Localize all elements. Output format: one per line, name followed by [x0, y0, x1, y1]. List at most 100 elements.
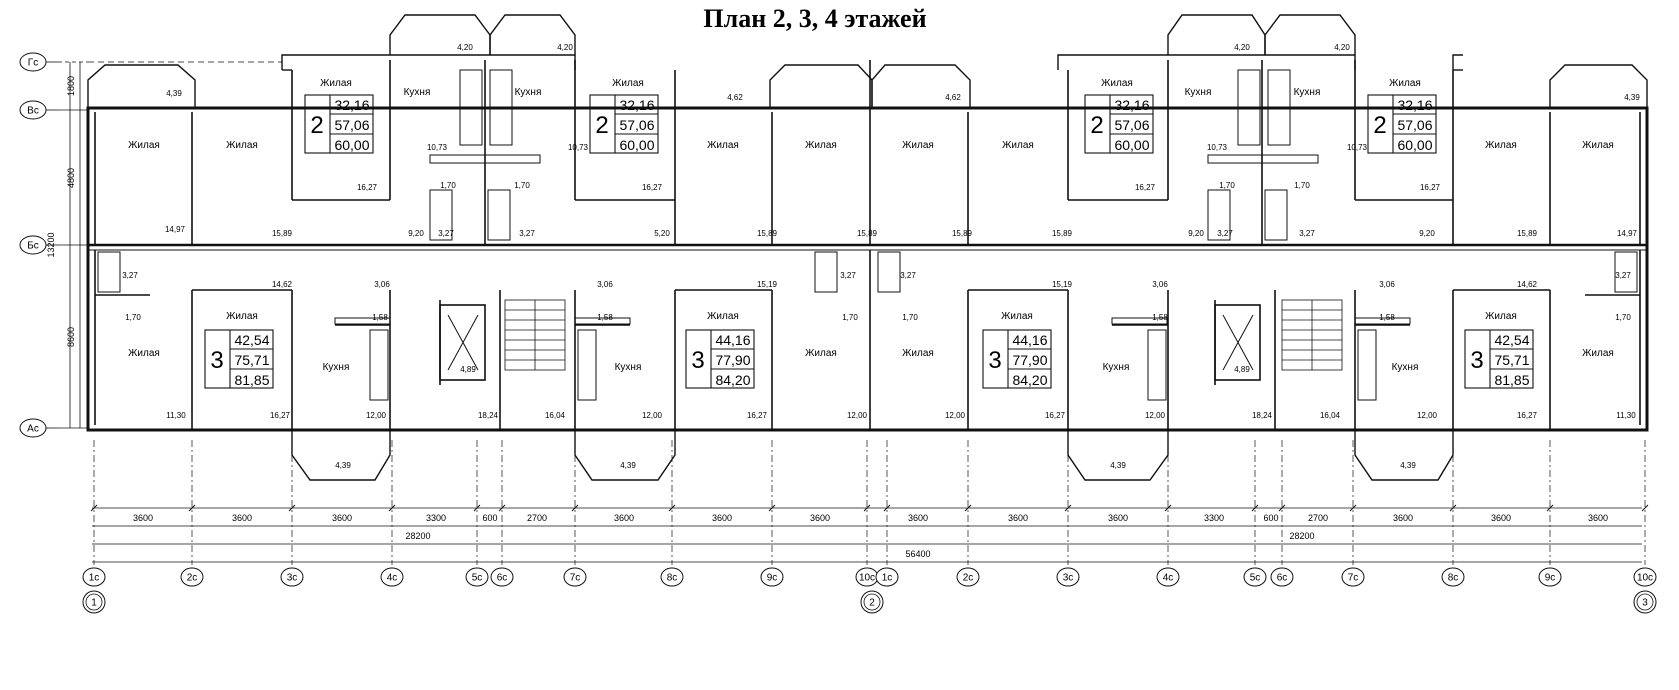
room-area-value: 1,70 — [1219, 181, 1235, 190]
column-dimension-value: 3600 — [1491, 513, 1511, 523]
room-label-kitchen: Кухня — [1294, 87, 1321, 98]
room-label-kitchen: Кухня — [1103, 362, 1130, 373]
apartment-area-value: 84,20 — [715, 372, 750, 388]
apartment-area-value: 44,16 — [715, 332, 750, 348]
wall-structure — [58, 14, 1649, 563]
room-label-living: Жилая — [128, 140, 160, 151]
room-area-value: 1,70 — [842, 313, 858, 322]
room-area-value: 3,27 — [438, 229, 454, 238]
room-area-value: 3,27 — [840, 271, 856, 280]
column-axis-bubble — [1341, 567, 1365, 587]
column-dimension-value: 600 — [482, 513, 497, 523]
room-label-kitchen: Кухня — [323, 362, 350, 373]
row-dimension-value: 13200 — [46, 232, 56, 257]
apartment-rooms-count: 2 — [310, 112, 323, 139]
room-area-value: 14,62 — [1517, 280, 1538, 289]
dimension-tick — [288, 504, 296, 512]
row-axis-label: Гс — [28, 58, 38, 69]
column-dimension-value: 3300 — [1204, 513, 1224, 523]
room-area-value: 4,89 — [1234, 365, 1250, 374]
apartment-rooms-count: 2 — [595, 112, 608, 139]
column-axis-bubble — [760, 567, 784, 587]
column-axis-bubble — [1056, 567, 1080, 587]
column-axis-bubble — [875, 567, 899, 587]
dimension-tick — [473, 504, 481, 512]
plan-title: План 2, 3, 4 этажей — [703, 4, 926, 33]
column-axis-label: 9c — [1545, 573, 1556, 584]
column-dimension-value: 3600 — [332, 513, 352, 523]
column-axis-bubble — [380, 567, 404, 587]
column-dimension-value: 3600 — [1393, 513, 1413, 523]
room-label-living: Жилая — [320, 78, 352, 89]
room-area-value: 5,20 — [654, 229, 670, 238]
apartment-area-value: 32,16 — [619, 97, 654, 113]
column-axis-label: 1c — [89, 573, 100, 584]
room-area-value: 12,00 — [1417, 411, 1438, 420]
room-area-value: 10,73 — [1207, 143, 1228, 152]
room-label-living: Жилая — [805, 140, 837, 151]
dimension-tick — [1064, 504, 1072, 512]
room-label-kitchen: Кухня — [515, 87, 542, 98]
dimension-tick — [964, 504, 972, 512]
room-label-living: Жилая — [612, 78, 644, 89]
apartment-area-value: 42,54 — [1494, 332, 1529, 348]
room-area-value: 16,27 — [1045, 411, 1066, 420]
apartment-area-value: 32,16 — [334, 97, 369, 113]
room-area-value: 1,58 — [1379, 313, 1395, 322]
room-label-living: Жилая — [1582, 140, 1614, 151]
section-axis-inner — [1636, 593, 1654, 611]
room-area-value: 3,27 — [122, 271, 138, 280]
apartment-area-value: 57,06 — [334, 117, 369, 133]
apartment-area-value: 32,16 — [1114, 97, 1149, 113]
column-dimension-value: 3600 — [1008, 513, 1028, 523]
room-area-value: 12,00 — [847, 411, 868, 420]
section-axis-label: 3 — [1642, 598, 1648, 609]
column-axis-label: 8c — [667, 573, 678, 584]
room-label-living: Жилая — [1002, 140, 1034, 151]
column-axis-label: 4c — [387, 573, 398, 584]
room-area-value: 14,97 — [1617, 229, 1638, 238]
row-axis-label: Бс — [27, 241, 39, 252]
room-area-value: 4,20 — [1334, 43, 1350, 52]
dimension-tick — [1164, 504, 1172, 512]
room-area-value: 9,20 — [1419, 229, 1435, 238]
dimension-tick — [883, 504, 891, 512]
room-area-value: 16,04 — [1320, 411, 1341, 420]
room-area-value: 12,00 — [1145, 411, 1166, 420]
column-axis-bubble — [1633, 567, 1657, 587]
section-axis-inner — [863, 593, 881, 611]
column-axis-label: 10c — [1637, 573, 1653, 584]
column-axis-bubble — [465, 567, 489, 587]
axis-grid-lines — [93, 440, 1646, 565]
room-area-value: 15,89 — [1052, 229, 1073, 238]
dimension-tick — [1641, 504, 1649, 512]
column-axis-label: 5c — [472, 573, 483, 584]
room-area-value: 16,27 — [1517, 411, 1538, 420]
dimension-tick — [571, 504, 579, 512]
column-axis-label: 2c — [963, 573, 974, 584]
room-area-value: 1,58 — [372, 313, 388, 322]
room-area-value: 16,27 — [747, 411, 768, 420]
column-axis-label: 5c — [1250, 573, 1261, 584]
column-axis-label: 8c — [1448, 573, 1459, 584]
column-axis-bubble — [82, 567, 106, 587]
room-area-value: 4,39 — [1624, 93, 1640, 102]
room-area-value: 12,00 — [642, 411, 663, 420]
room-area-value: 11,30 — [1616, 411, 1636, 420]
apartment-area-value: 57,06 — [1397, 117, 1432, 133]
dimension-tick — [498, 504, 506, 512]
apartment-area-value: 75,71 — [1494, 352, 1529, 368]
room-area-value: 3,06 — [597, 280, 613, 289]
apartment-area-value: 81,85 — [234, 372, 269, 388]
section-axis-label: 2 — [869, 598, 875, 609]
room-area-value: 16,27 — [270, 411, 291, 420]
room-area-value: 14,97 — [165, 225, 186, 234]
room-label-living: Жилая — [1485, 140, 1517, 151]
column-dimension-value: 3600 — [810, 513, 830, 523]
apartment-rooms-count: 3 — [210, 347, 223, 374]
column-axis-bubble — [1538, 567, 1562, 587]
